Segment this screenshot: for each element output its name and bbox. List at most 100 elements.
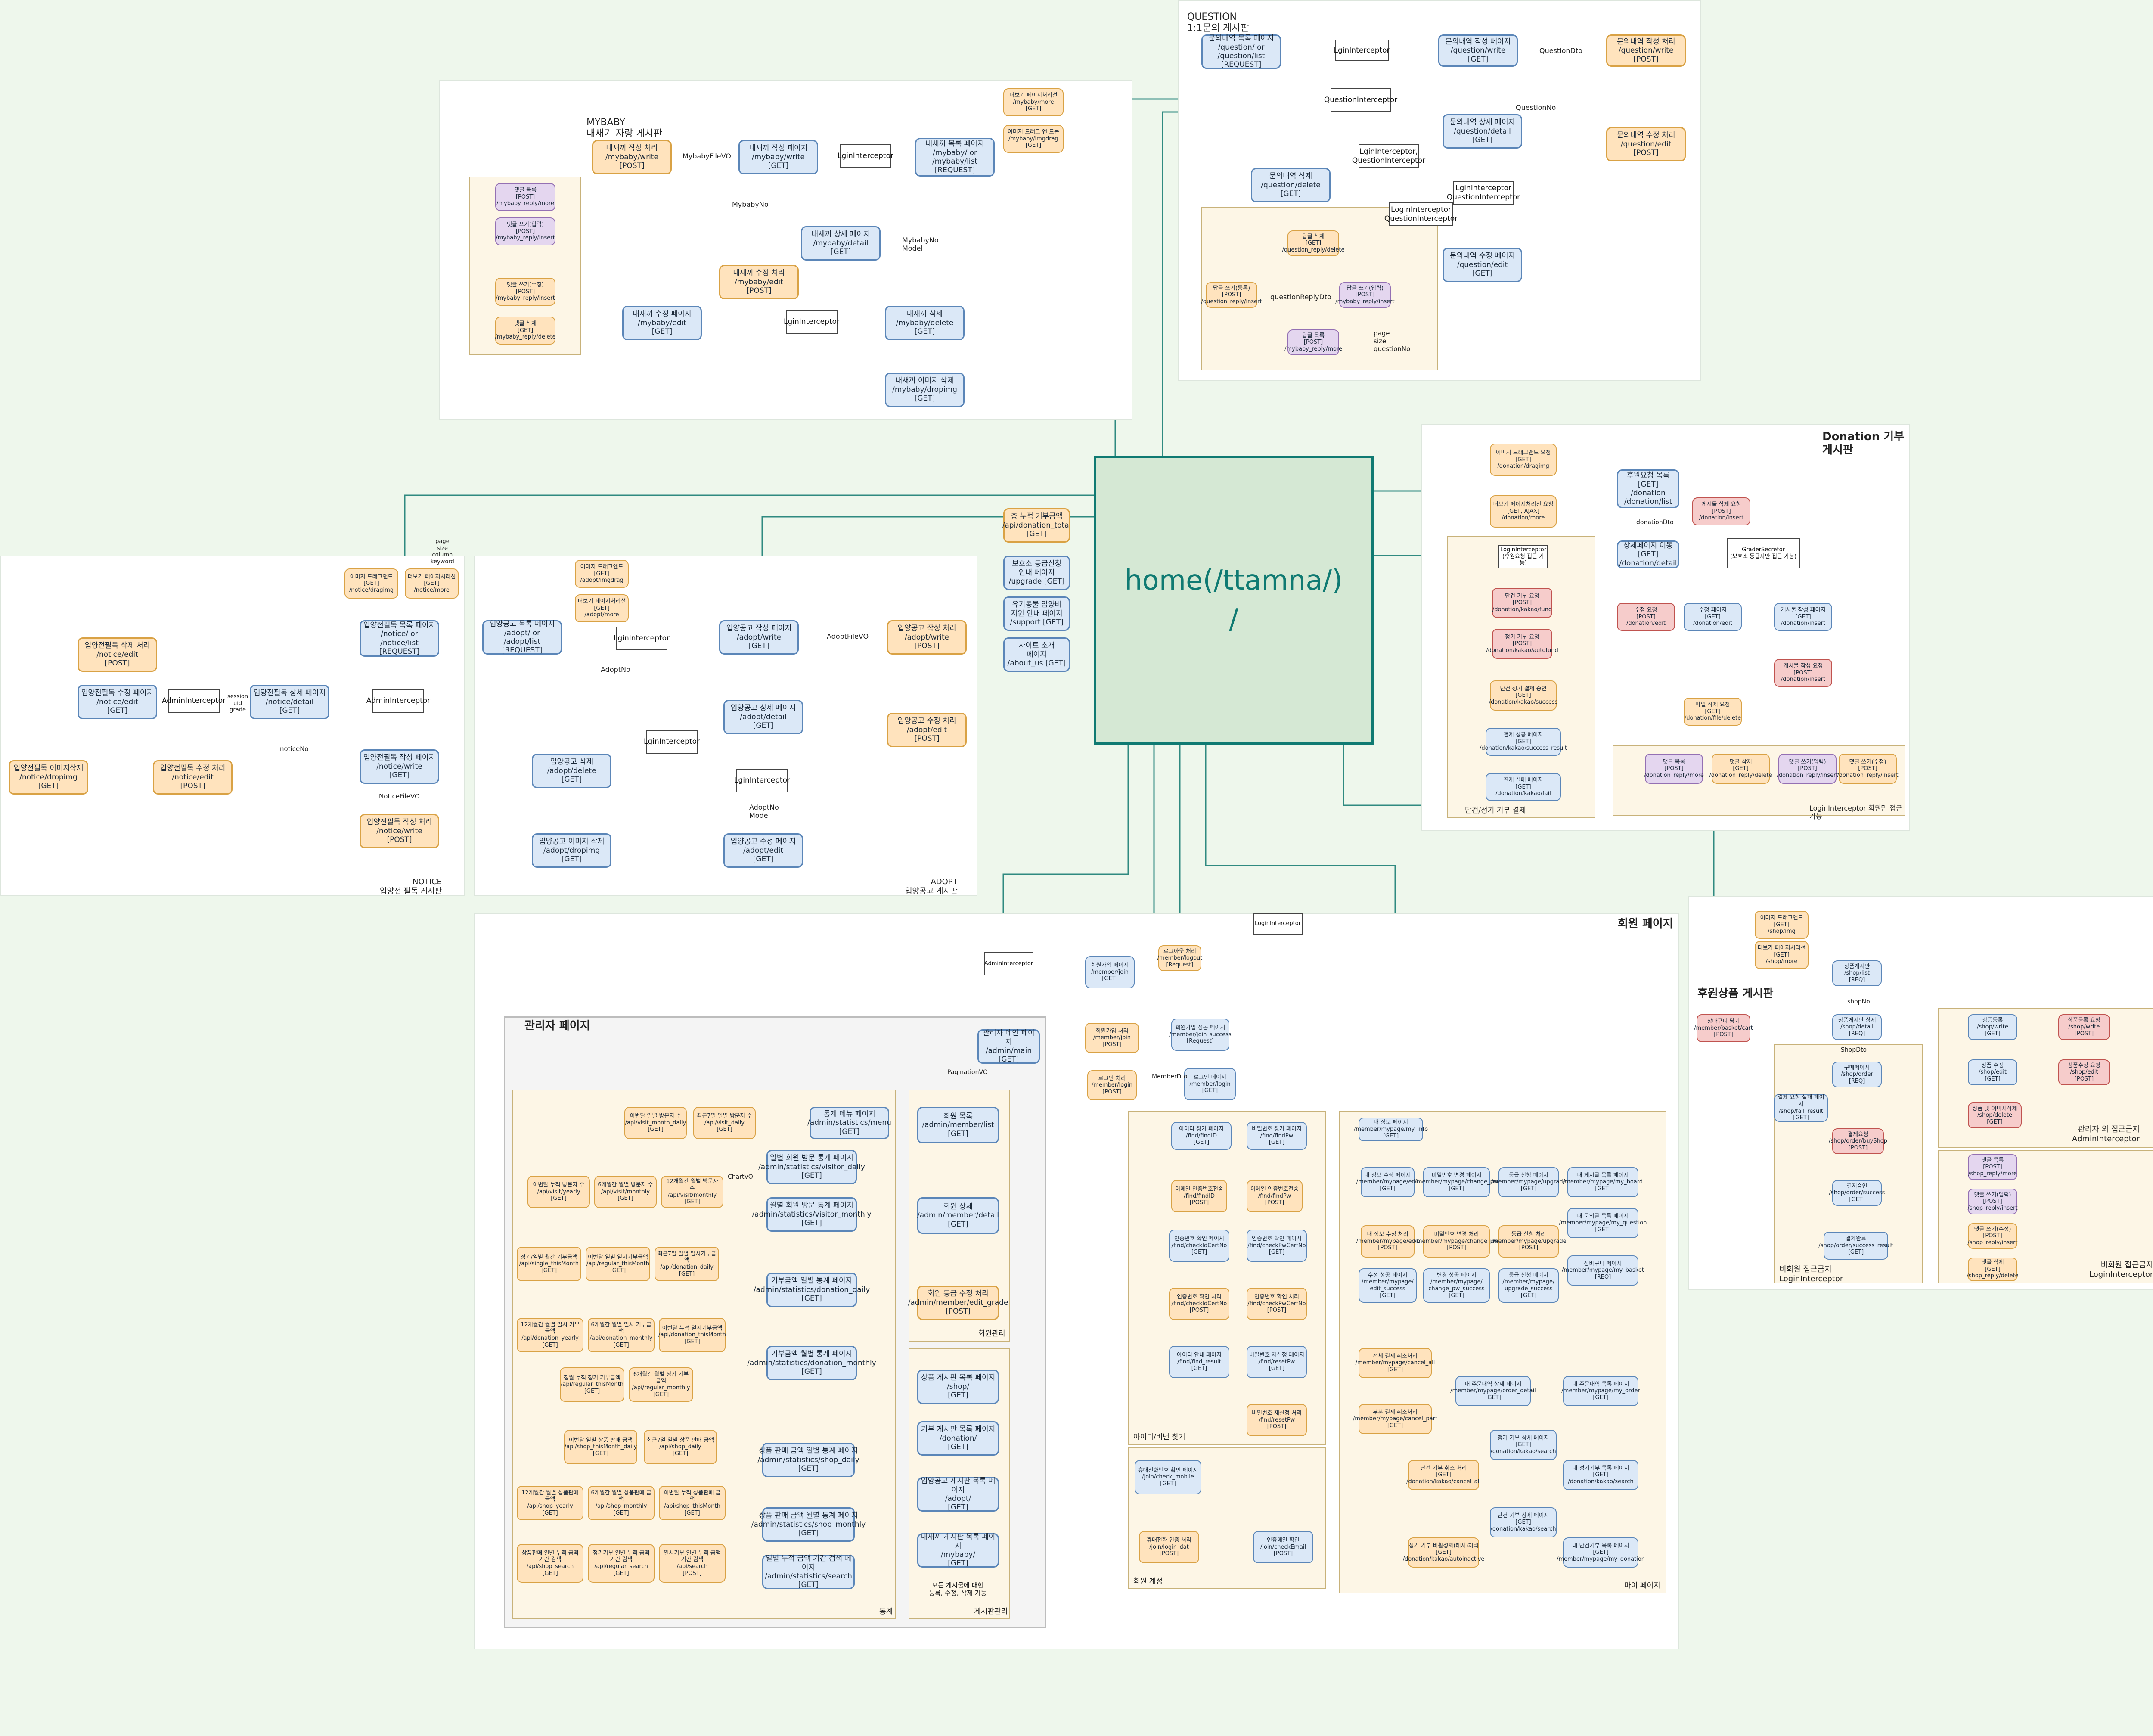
node-a-delete[interactable]: 입양공고 삭제 /adopt/delete [GET] [532, 754, 611, 788]
node-d-reply-edit[interactable]: 댓글 쓰기(수정) [POST] /donation_reply/insert [1837, 754, 1899, 784]
node-f-pw-check-post[interactable]: 인증번호 확인 처리 /find/checkPwCertNo [POST] [1247, 1288, 1307, 1320]
node-d-detail[interactable]: 상세페이지 이동 [GET] /donation/detail [1617, 540, 1679, 568]
node-st-daily-shop[interactable]: 상품 판매 금액 일별 통계 페이지 /admin/statistics/sho… [757, 1443, 859, 1477]
node-st-donate-d2[interactable]: 이번달 일별 일시기부금액 /api/regular_thisMonth [GE… [586, 1247, 650, 1281]
node-j-mobile-post[interactable]: 휴대전화 인증 처리 /join/login_dat [POST] [1139, 1531, 1199, 1563]
node-st-monthly-donate[interactable]: 기부금액 월별 통계 페이지 /admin/statistics/donatio… [747, 1346, 876, 1380]
node-n-edit-post[interactable]: 입양전필독 수정 처리 /notice/edit [POST] [153, 760, 233, 795]
node-m-login[interactable]: 로그인 페이지 /member/login [GET] [1184, 1068, 1236, 1100]
node-d-edit-post[interactable]: 수정 요청 [POST] /donation/edit [1617, 603, 1675, 631]
node-st-shop-m2[interactable]: 6개월간 월별 상품판매 금액 /api/shop_monthly [GET] [588, 1486, 655, 1520]
node-st-join-6[interactable]: 6개월간 월별 방문자 수 /api/visit/monthly [GET] [594, 1176, 657, 1208]
node-st-shop-m1[interactable]: 12개월간 월별 상품판매 금액 /api/shop_yearly [GET] [517, 1486, 583, 1520]
node-f-id-email[interactable]: 이메일 인증번호전송 /find/findID [POST] [1171, 1180, 1227, 1212]
node-q-reply-delete[interactable]: 답글 삭제 [GET] /question_reply/delete [1282, 230, 1345, 256]
node-a-edit[interactable]: 입양공고 수정 페이지 /adopt/edit [GET] [723, 833, 803, 868]
node-st-daily-visit[interactable]: 일별 회원 방문 통계 페이지 /admin/statistics/visito… [758, 1150, 865, 1184]
node-adm-shop[interactable]: 상품 게시판 목록 페이지 /shop/ [GET] [917, 1370, 999, 1404]
node-m-admin-interceptor[interactable]: AdminInterceptor [984, 952, 1033, 975]
node-st-shop-d1[interactable]: 이번달 일별 상품 판매 금액 /api/shop_thisMonth_dail… [564, 1430, 637, 1464]
node-st-donate-d1[interactable]: 정기/일별 월간 기부금액 /api/single_thisMonth [GET… [517, 1247, 581, 1281]
node-side-total[interactable]: 총 누적 기부금액 /api/donation_total [GET] [1002, 508, 1071, 543]
node-d-reply-more[interactable]: 댓글 목록 [POST] /donation_reply/more [1644, 754, 1704, 784]
node-st-search3[interactable]: 일시기부 일별 누적 금액 기간 검색 /api/search [POST] [659, 1544, 726, 1583]
node-mp-question[interactable]: 내 문의글 목록 페이지 /member/mypage/my_question … [1559, 1208, 1647, 1238]
node-m-logout[interactable]: 로그아웃 처리 /member/logout [Request] [1157, 945, 1202, 971]
node-n-detail[interactable]: 입양전필독 상세 페이지 /notice/detail [GET] [250, 685, 329, 719]
node-d-write-post[interactable]: 게시물 작성 요청 [POST] /donation/insert [1774, 659, 1832, 687]
node-f-id-check-post[interactable]: 인증번호 확인 처리 /find/checkIdCertNo [POST] [1169, 1288, 1229, 1320]
node-q-reply-more[interactable]: 답글 목록 [POST] /mybaby_reply/more [1284, 329, 1342, 355]
node-side-support[interactable]: 유기동물 입양비 지원 안내 페이지 /support [GET] [1003, 596, 1070, 631]
node-s-drag[interactable]: 이미지 드래그앤드 [GET] /shop/img [1755, 911, 1809, 939]
node-a-interceptor2[interactable]: LginInterceptor [644, 730, 700, 754]
node-mp-basket[interactable]: 장바구니 페이지 /member/mypage/my_basket [REQ] [1562, 1255, 1644, 1286]
node-d-reply-delete[interactable]: 댓글 삭제 [GET] /donation_reply/delete [1709, 754, 1772, 784]
node-st-monthly-visit[interactable]: 월별 회원 방문 통계 페이지 /admin/statistics/visito… [752, 1197, 872, 1232]
node-side-about[interactable]: 사이트 소개 페이지 /about_us [GET] [1003, 637, 1070, 672]
node-adm-donation[interactable]: 기부 게시판 목록 페이지 /donation/ [GET] [917, 1421, 999, 1456]
node-st-visit-7[interactable]: 최근7일 일별 방문자 수 /api/visit_daily [GET] [693, 1107, 756, 1139]
node-s-list[interactable]: 상품게시판 /shop/list [REQ] [1832, 960, 1882, 986]
node-st-search2[interactable]: 정기기부 일별 누적 금액 기간 검색 /api/regular_search … [588, 1544, 655, 1583]
node-d-graders[interactable]: GraderSecretor (보호소 등급자만 접근 가능) [1727, 538, 1800, 568]
node-s-reply-more[interactable]: 댓글 목록 [POST] /shop_reply/more [1968, 1154, 2017, 1180]
node-st-search-page[interactable]: 일별 누적 금액 기간 검색 페이지 /admin/statistics/sea… [762, 1554, 855, 1589]
node-n-write[interactable]: 입양전필독 작성 페이지 /notice/write [GET] [360, 749, 439, 784]
node-j-mobile[interactable]: 휴대전화번호 확인 페이지 /join/check_mobile [GET] [1135, 1460, 1201, 1494]
node-n-more[interactable]: 더보기 페이지처리선 [GET] /notice/more [405, 568, 459, 599]
node-f-id-check[interactable]: 인증번호 확인 페이지 /find/checkIdCertNo [GET] [1169, 1230, 1229, 1262]
node-d-edit[interactable]: 수정 페이지 [GET] /donation/edit [1684, 603, 1742, 631]
node-q-detail[interactable]: 문의내역 상세 페이지 /question/detail [GET] [1443, 114, 1522, 149]
node-a-list[interactable]: 입양공고 목록 페이지 /adopt/ or /adopt/list [REQU… [482, 620, 562, 655]
node-s-pay-req[interactable]: 결제요청 /shop/order/buyShop [POST] [1829, 1128, 1887, 1154]
node-st-regular-m1[interactable]: 정월 누적 정기 기부금액 /api/regular_thisMonth [GE… [560, 1367, 624, 1402]
node-mb-interceptor[interactable]: LginInterceptor [838, 144, 893, 168]
node-mp-single-detail[interactable]: 단건 기부 상세 페이지 [GET] /donation/kakao/searc… [1490, 1507, 1557, 1537]
node-n-delete[interactable]: 입양전필독 삭제 처리 /notice/edit [POST] [78, 637, 157, 672]
node-d-drag[interactable]: 이미지 드래그앤드 요청 [GET] /donation/dragimg [1490, 444, 1557, 476]
node-f-pw-reset-post[interactable]: 비밀번호 재설정 처리 /find/resetPw [POST] [1247, 1404, 1307, 1436]
node-s-reply-delete[interactable]: 댓글 삭제 [GET] /shop_reply/delete [1967, 1258, 2019, 1281]
node-adm-member-detail[interactable]: 회원 상세 /admin/member/detail [GET] [917, 1197, 999, 1234]
node-mb-edit-post[interactable]: 내새끼 수정 처리 /mybaby/edit [POST] [719, 265, 799, 299]
node-s-pay-approve[interactable]: 결제승인 /shop/order/success [GET] [1829, 1180, 1885, 1206]
node-mb-reply-insert[interactable]: 댓글 쓰기(입력) [POST] /mybaby_reply/insert [495, 217, 555, 245]
node-mb-delete[interactable]: 내새끼 삭제 /mybaby/delete [GET] [885, 306, 965, 340]
node-st-search1[interactable]: 상품판매 일별 누적 금액 기간 검색 /api/shop_search [GE… [517, 1544, 583, 1583]
node-a-write[interactable]: 입양공고 작성 페이지 /adopt/write [GET] [719, 620, 799, 655]
node-q-interceptor2[interactable]: QuestionInterceptor [1324, 88, 1397, 112]
node-q-edit-post[interactable]: 문의내역 수정 처리 /question/edit [POST] [1606, 127, 1686, 161]
node-n-edit[interactable]: 입양전필독 수정 페이지 /notice/edit [GET] [78, 685, 157, 719]
node-mp-upgrade-success[interactable]: 등급 신청 페이지 /member/mypage/ upgrade_succes… [1498, 1268, 1559, 1303]
node-mp-pw[interactable]: 비밀번호 변경 페이지 /member/mypage/change_pw [GE… [1415, 1167, 1498, 1197]
node-adm-adopt[interactable]: 입양공고 게시판 목록 페이지 /adopt/ [GET] [917, 1477, 999, 1512]
node-q-interceptor5[interactable]: LoginInterceptor QuestionInterceptor [1384, 202, 1458, 226]
node-a-imgdelete[interactable]: 입양공고 이미지 삭제 /adopt/dropimg [GET] [532, 833, 611, 868]
node-n-admin2[interactable]: AdminInterceptor [366, 689, 430, 713]
node-q-interceptor4[interactable]: LginInterceptor QuestionInterceptor [1447, 181, 1520, 205]
node-s-admin-write[interactable]: 상품등록 /shop/write [GET] [1968, 1014, 2017, 1040]
node-q-reply-insert[interactable]: 답글 쓰기(등록) [POST] /question_reply/insert [1201, 282, 1262, 308]
node-f-pw-check[interactable]: 인증번호 확인 페이지 /find/checkPwCertNo [GET] [1247, 1230, 1307, 1262]
node-st-donate-m3[interactable]: 이번달 누적 일시기부금액 /api/donation_thisMonth [G… [658, 1318, 726, 1352]
node-s-admin-write-post[interactable]: 상품등록 요청 /shop/write [POST] [2058, 1014, 2110, 1040]
node-s-admin-delete[interactable]: 상품 및 이미지삭제 /shop/delete [GET] [1968, 1102, 2022, 1128]
node-mp-edit-success[interactable]: 수정 성공 페이지 /member/mypage/ edit_success [… [1359, 1268, 1417, 1303]
node-st-donate-m2[interactable]: 6개월간 월별 일시 기부금액 /api/donation_monthly [G… [588, 1318, 655, 1352]
node-d-success[interactable]: 결제 성공 페이지 [GET] /donation/kakao/success_… [1480, 728, 1567, 756]
node-mb-reply-more[interactable]: 댓글 목록 [POST] /mybaby_reply/more [495, 183, 555, 211]
node-mb-write[interactable]: 내새끼 작성 페이지 /mybaby/write [GET] [738, 140, 818, 174]
node-mp-upgrade-post[interactable]: 등급 신청 처리 /member/mypage/upgrade [POST] [1491, 1225, 1567, 1258]
node-d-login[interactable]: LoginInterceptor (후원요청 접근 가능) [1498, 545, 1548, 568]
node-st-daily-donate[interactable]: 기부금액 일별 통계 페이지 /admin/statistics/donatio… [754, 1273, 870, 1307]
node-a-detail[interactable]: 입양공고 상세 페이지 /adopt/detail [GET] [723, 700, 803, 734]
node-d-write[interactable]: 게시물 작성 페이지 [GET] /donation/insert [1774, 603, 1832, 631]
node-st-donate-m1[interactable]: 12개월간 월별 일시 기부금액 /api/donation_yearly [G… [517, 1318, 583, 1352]
node-mb-interceptor2[interactable]: LginInterceptor [784, 310, 840, 334]
node-q-write[interactable]: 문의내역 작성 페이지 /question/write [GET] [1438, 34, 1518, 67]
node-d-delete-req[interactable]: 게시물 삭제 요청 [POST] /donation/insert [1692, 497, 1750, 525]
node-s-order[interactable]: 구매페이지 /shop/order [REQ] [1832, 1062, 1882, 1087]
node-f-pw[interactable]: 비밀번호 찾기 페이지 /find/findPw [GET] [1247, 1122, 1307, 1150]
node-m-login-interceptor[interactable]: LoginInterceptor [1253, 913, 1303, 935]
